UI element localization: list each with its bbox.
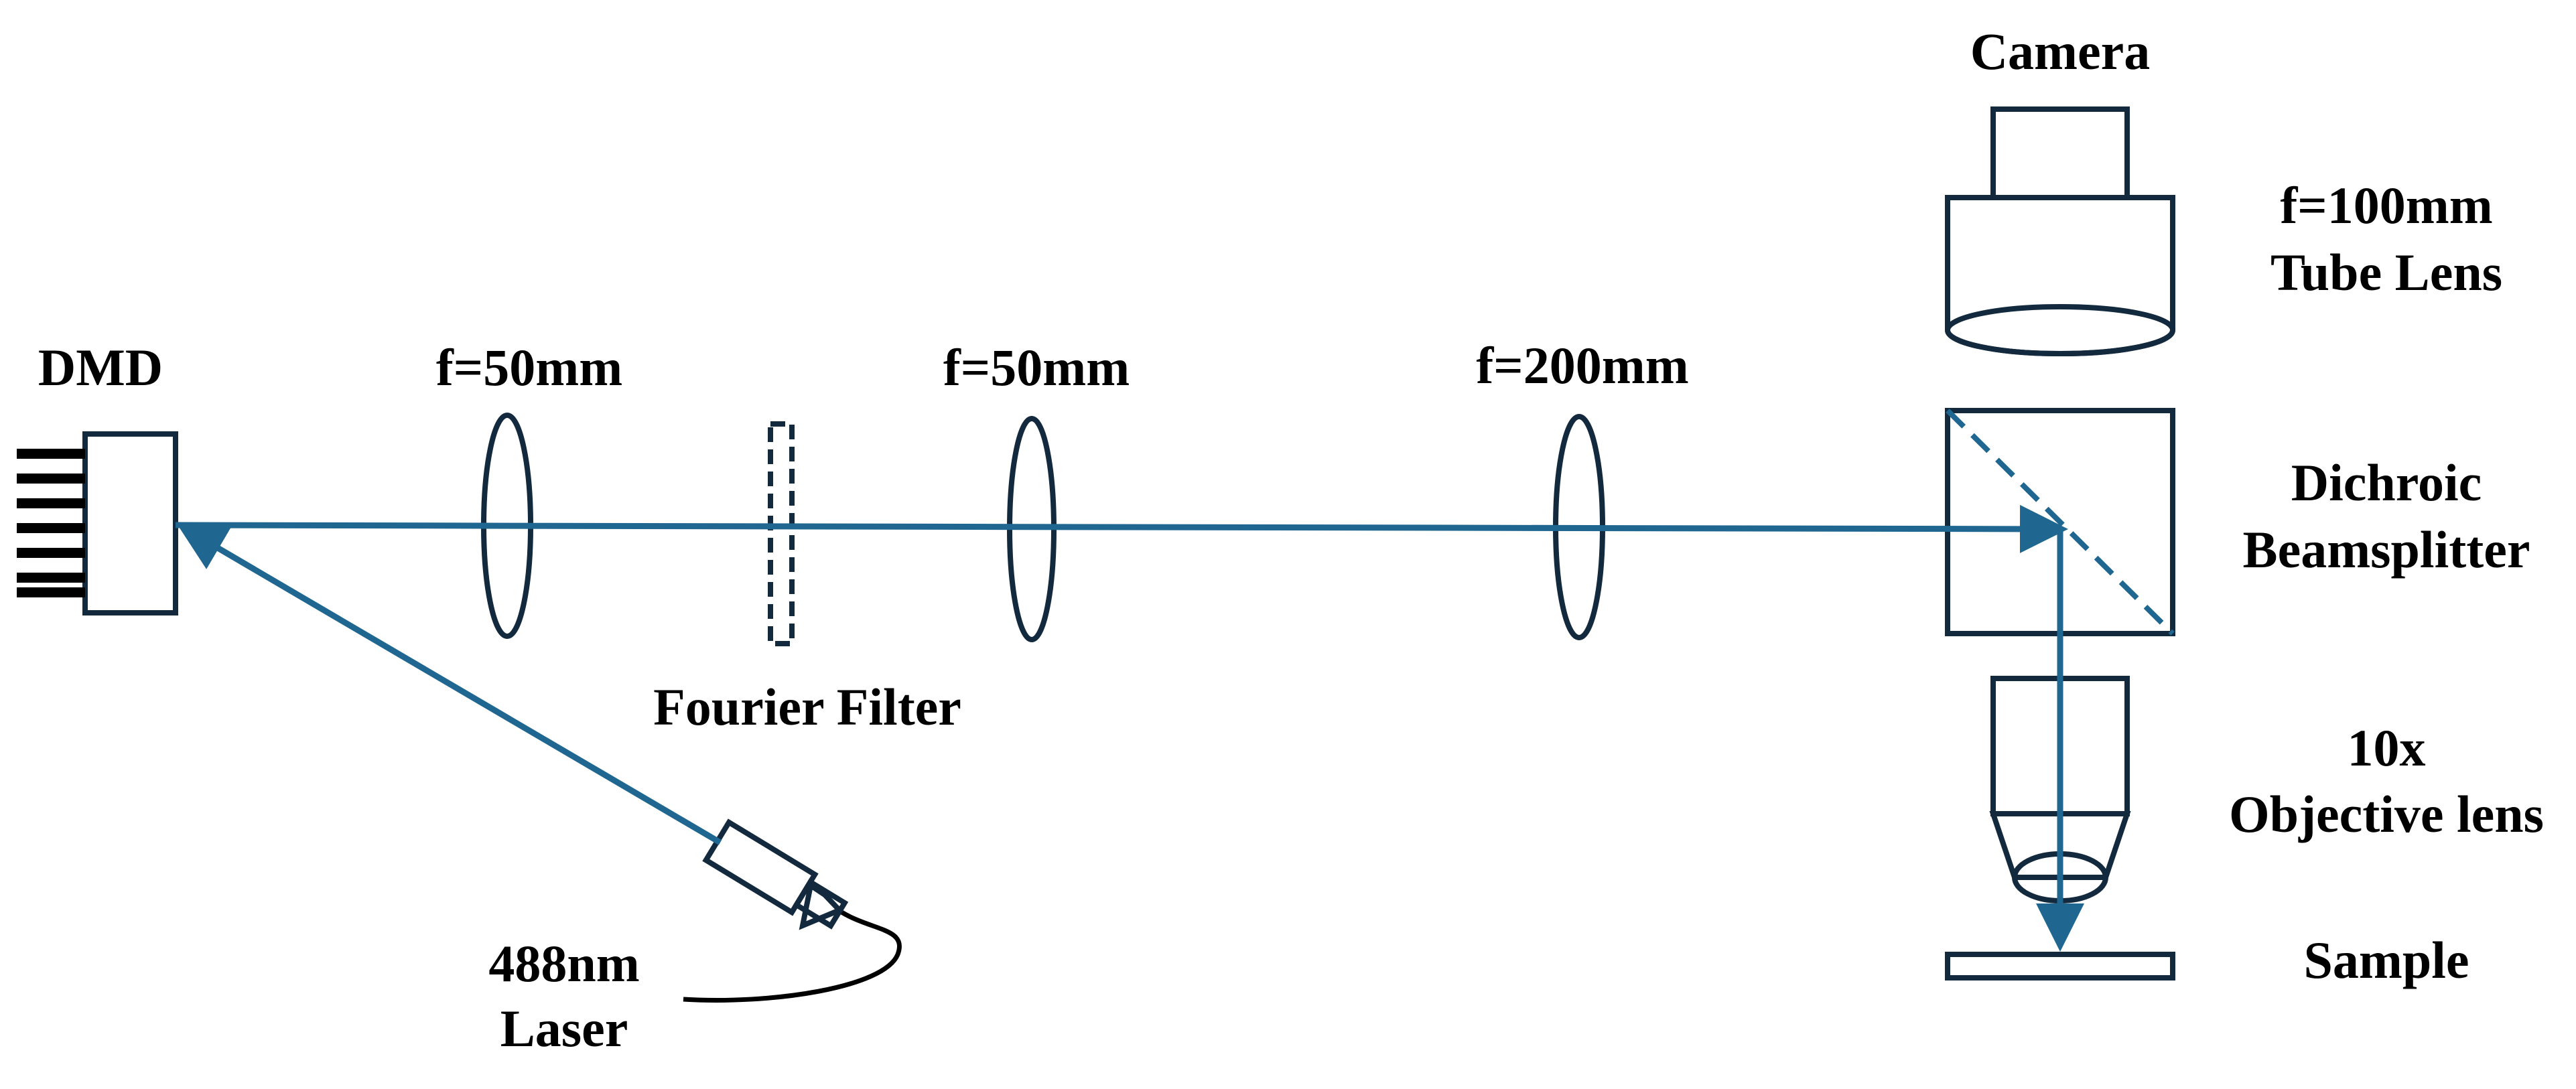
camera-sensor <box>1990 106 2130 200</box>
camera <box>1945 106 2175 356</box>
dmd-label: DMD <box>38 338 163 396</box>
sample-slide <box>1945 952 2175 981</box>
laser-source <box>683 818 902 1003</box>
lens-2-label: f=50mm <box>943 338 1130 396</box>
lens-1-label: f=50mm <box>436 338 622 396</box>
dmd-pin <box>17 548 85 558</box>
laser-label-line1: 488nm <box>488 934 639 993</box>
dmd-pin <box>17 474 85 484</box>
lens-3-label: f=200mm <box>1476 336 1688 394</box>
fourier-filter <box>768 421 795 646</box>
dmd-pin <box>17 449 85 459</box>
objective-label-line1: 10x <box>2348 719 2426 777</box>
dmd <box>17 431 178 615</box>
dmd-pin <box>17 573 85 583</box>
tube-lens-label-line2: Tube Lens <box>2270 243 2502 301</box>
camera-body <box>1945 195 2175 356</box>
beamsplitter-label-line1: Dichroic <box>2291 453 2482 512</box>
dmd-body <box>82 431 178 615</box>
sample-label: Sample <box>2303 931 2469 989</box>
tube-lens-label-line1: f=100mm <box>2280 176 2492 234</box>
objective-label-line2: Objective lens <box>2229 785 2544 843</box>
beamsplitter-label-line2: Beamsplitter <box>2243 520 2530 579</box>
laser-beam-to-dmd <box>177 524 722 845</box>
tube-lens <box>1945 304 2175 356</box>
camera-label: Camera <box>1970 22 2151 80</box>
dmd-pin <box>17 523 85 533</box>
fiber-cable <box>683 909 902 1003</box>
main-beam-path <box>175 504 2068 553</box>
fourier-filter-label: Fourier Filter <box>653 678 961 736</box>
laser-collimator <box>793 878 849 930</box>
dmd-pin <box>17 498 85 508</box>
dmd-pins <box>17 449 85 597</box>
laser-label-line2: Laser <box>500 999 628 1058</box>
dmd-pin <box>17 587 85 597</box>
